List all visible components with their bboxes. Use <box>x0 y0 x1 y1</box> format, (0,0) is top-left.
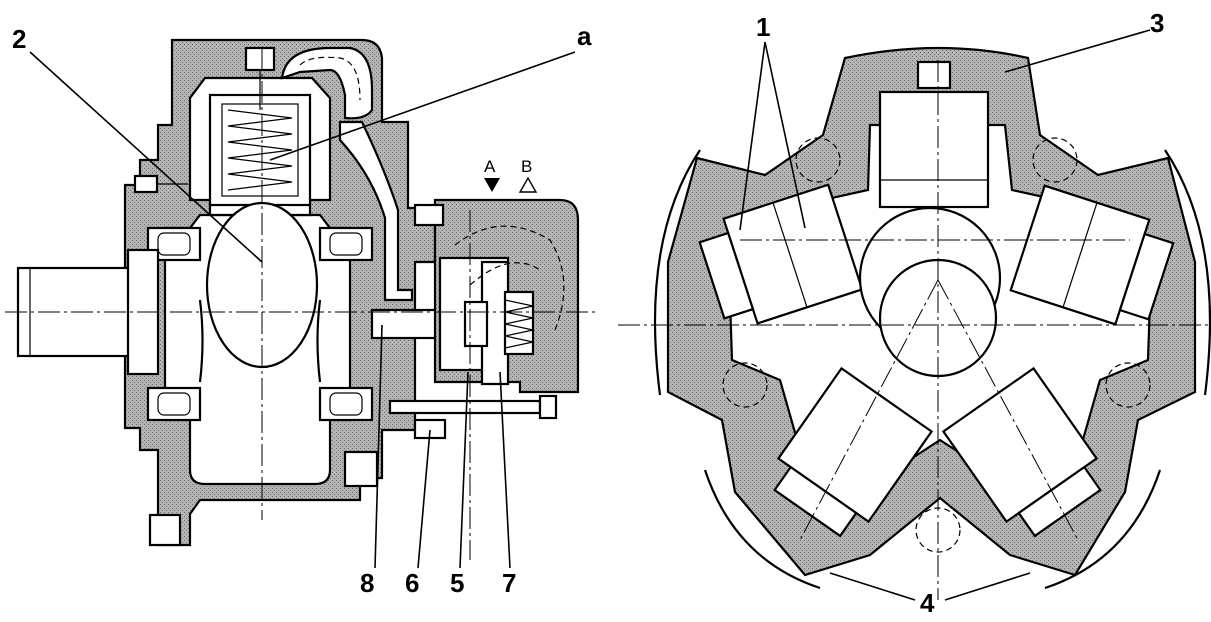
tie-rod <box>388 399 542 415</box>
callout-a: a <box>577 21 592 51</box>
oil-passage <box>280 46 374 120</box>
callout-labels: 2 a 8 6 5 7 1 3 4 <box>12 8 1164 618</box>
top-valve <box>916 60 952 90</box>
cylinder-top <box>878 90 990 209</box>
longitudinal-section-view: A B <box>5 38 595 560</box>
cross-section-view <box>618 46 1211 600</box>
leader-lines <box>29 29 1151 601</box>
callout-8: 8 <box>360 568 374 598</box>
port-a-marker <box>484 178 500 192</box>
flange-bolt-bottom <box>148 513 182 547</box>
port-plug-top <box>413 203 445 227</box>
callout-4: 4 <box>920 588 935 617</box>
callout-5: 5 <box>450 568 464 598</box>
cylinder-left <box>698 183 864 325</box>
cylinder-right <box>1009 184 1175 326</box>
side-oil-channel <box>338 120 414 302</box>
cylinder-bottom-right <box>941 366 1102 538</box>
housing-bolt <box>343 450 379 488</box>
callout-7: 7 <box>502 568 516 598</box>
cylinder-bottom-left <box>773 366 934 538</box>
flange-bolt-top <box>133 174 159 194</box>
callout-3: 3 <box>1150 8 1164 38</box>
callout-2: 2 <box>12 24 26 54</box>
port-b-marker <box>518 176 538 193</box>
callout-1: 1 <box>756 12 770 42</box>
port-a-label: A <box>484 157 496 176</box>
port-b-label: B <box>521 157 532 176</box>
piston <box>208 93 312 207</box>
callout-6: 6 <box>405 568 419 598</box>
bleed-valve <box>244 46 276 72</box>
